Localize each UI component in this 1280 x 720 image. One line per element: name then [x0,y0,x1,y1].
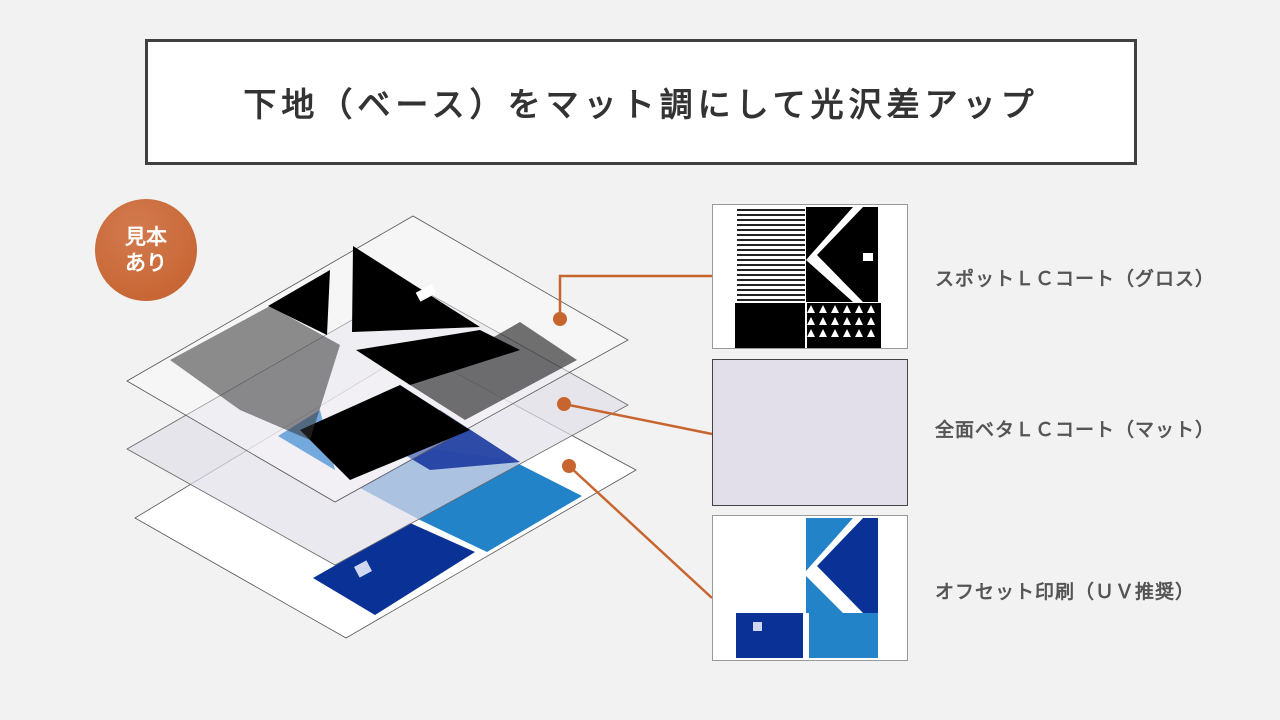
offset-marker-dot [562,459,576,473]
qr-code-icon [753,622,762,631]
spot-gloss-layer [126,215,629,503]
light-blue-panel [420,462,582,552]
qr-code-icon [354,560,372,578]
sample-available-badge: 見本 あり [95,199,197,301]
matte-thumbnail [712,359,908,506]
logo-mark [415,284,437,302]
matte-marker-dot [557,397,571,411]
offset-layer-label: オフセット印刷（ＵＶ推奨） [935,581,1196,603]
page-title: 下地（ベース）をマット調にして光沢差アップ [243,85,1039,124]
gloss-marker-dot [553,312,567,326]
title-box: 下地（ベース）をマット調にして光沢差アップ [145,39,1137,165]
connectors [558,274,713,599]
badge-line-1: 見本 [125,225,167,249]
offset-thumbnail [712,515,908,661]
dark-blue-panel [313,523,475,615]
gloss-layer-label: スポットＬＣコート（グロス） [935,268,1216,290]
badge-line-2: あり [125,251,167,275]
matte-layer-label: 全面ベタＬＣコート（マット） [935,419,1216,441]
gloss-thumbnail [712,204,908,349]
